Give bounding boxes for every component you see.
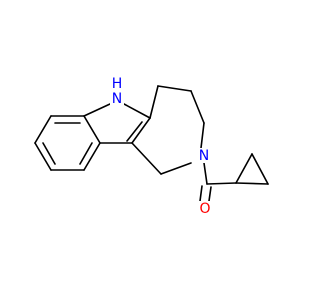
bond: [149, 85, 159, 119]
bond: [251, 153, 269, 185]
benzene-ring: [34, 115, 101, 171]
atom-n-ring: N: [197, 148, 211, 164]
bond: [34, 142, 52, 171]
bond: [34, 115, 52, 144]
bond: [190, 90, 205, 124]
bond: [131, 117, 151, 144]
bond: [200, 122, 205, 149]
double-bond-inner: [79, 142, 93, 165]
atom-nh: N H: [110, 76, 124, 107]
pyrrole-ring: [83, 103, 151, 144]
bond: [157, 85, 192, 92]
bond: [235, 153, 253, 184]
atom-label-n-amide: N: [199, 148, 209, 164]
double-bond-inner: [126, 121, 143, 142]
carbonyl-double-bond: [199, 185, 203, 202]
bond: [83, 142, 101, 171]
bond: [206, 182, 237, 185]
atom-label-h: H: [112, 76, 123, 92]
cyclopropanecarbonyl-group: [199, 153, 269, 202]
piperidine-ring: [131, 85, 205, 175]
atom-label-o: O: [199, 201, 210, 217]
molecule-structure-diagram: N H N O: [34, 76, 269, 217]
bond: [83, 103, 111, 117]
bond: [131, 142, 162, 175]
bond: [203, 162, 208, 185]
bond: [83, 115, 101, 144]
double-bond-inner: [42, 142, 56, 165]
bond: [235, 182, 269, 185]
atom-o: O: [197, 201, 212, 217]
bond: [160, 162, 192, 175]
bond: [123, 103, 151, 119]
carbonyl-double-bond: [208, 186, 212, 202]
atom-label-n-indole: N: [112, 91, 122, 107]
